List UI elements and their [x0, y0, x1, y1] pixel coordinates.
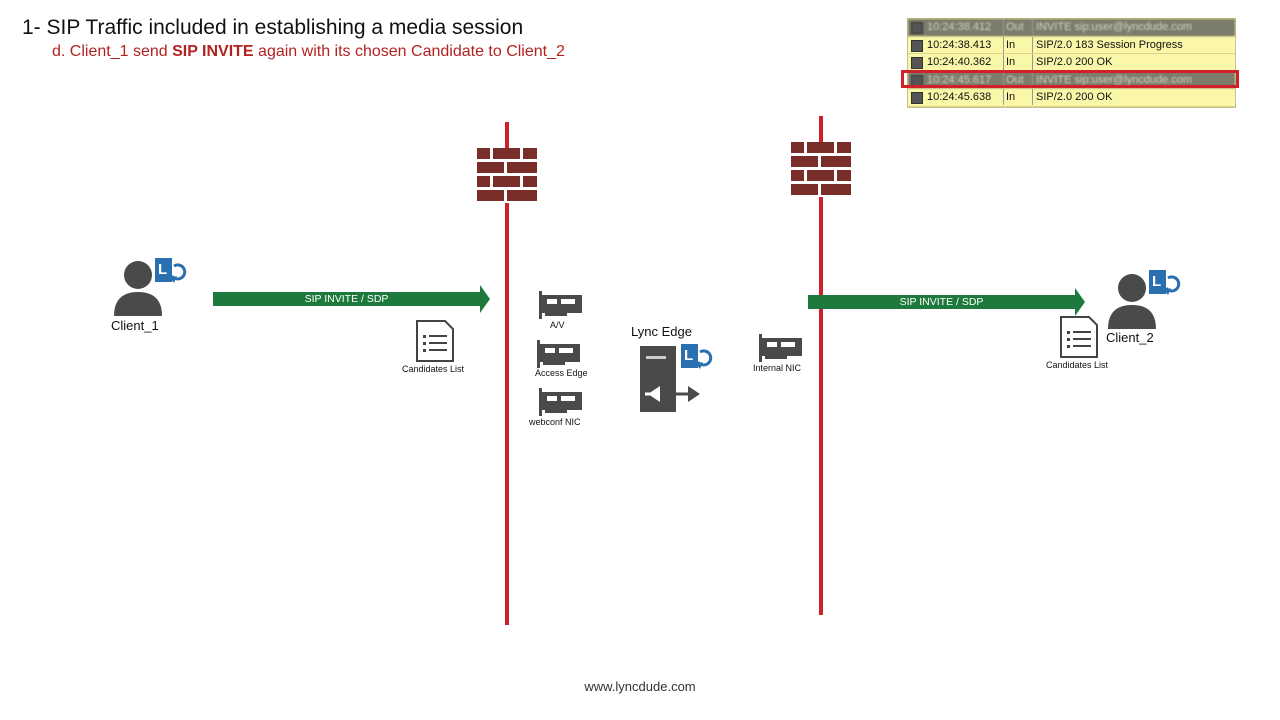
nic-icon-internal: [759, 334, 802, 362]
log-row-checkbox[interactable]: [911, 57, 923, 70]
client2-lync-letter: L: [1152, 273, 1162, 290]
slide-title: 1- SIP Traffic included in establishing …: [22, 16, 524, 39]
client1-label: Client_1: [111, 318, 159, 333]
subtitle-bold: SIP INVITE: [172, 43, 254, 60]
candidates-label-left: Candidates List: [402, 364, 465, 374]
client1-lync-letter: L: [158, 261, 168, 278]
edge-lync-letter: L: [684, 347, 694, 364]
edge-server-icon: [640, 346, 700, 412]
client1-user-icon: [114, 261, 162, 316]
client2-label: Client_2: [1106, 330, 1154, 345]
log-time: 10:24:38.413: [927, 38, 992, 51]
slide-subtitle: d. Client_1 send SIP INVITE again with i…: [52, 43, 565, 61]
lync-edge-label: Lync Edge: [631, 324, 692, 339]
nic-label-access-edge: Access Edge: [535, 368, 588, 378]
log-direction: Out: [1003, 71, 1034, 88]
document-icon-right: [1060, 316, 1098, 358]
client2-user-icon: [1108, 274, 1156, 329]
arrow-label-right: SIP INVITE / SDP: [899, 296, 984, 308]
sip-invite-arrow-left: [213, 285, 490, 313]
log-message: SIP/2.0 200 OK: [1032, 89, 1112, 106]
candidates-label-right: Candidates List: [1046, 360, 1109, 370]
log-row-checkbox[interactable]: [911, 39, 923, 52]
client1-lync-icon: [155, 258, 187, 283]
nic-icon-access-edge: [537, 340, 580, 368]
firewall-icon-left: [477, 148, 537, 203]
firewall-icon-right: [791, 142, 851, 197]
document-icon-left: [416, 320, 454, 362]
log-time: 10:24:45.617: [927, 73, 992, 86]
client2-lync-icon: [1149, 270, 1181, 295]
log-row-checkbox[interactable]: [911, 22, 923, 34]
log-time: 10:24:38.412: [927, 21, 992, 33]
nic-icon-webconf: [539, 388, 582, 416]
nic-label-webconf: webconf NIC: [529, 417, 581, 427]
arrow-label-left: SIP INVITE / SDP: [304, 293, 389, 305]
nic-label-av: A/V: [550, 320, 565, 330]
log-direction: In: [1003, 36, 1034, 53]
sip-invite-arrow-right: [808, 288, 1085, 316]
log-direction: In: [1003, 54, 1034, 71]
subtitle-suffix: again with its chosen Candidate to Clien…: [253, 43, 565, 60]
log-time: 10:24:45.638: [927, 91, 992, 104]
nic-label-internal: Internal NIC: [753, 363, 802, 373]
log-direction: In: [1003, 89, 1034, 106]
log-row-checkbox[interactable]: [911, 92, 923, 105]
nic-icon-av: [539, 291, 582, 319]
subtitle-prefix: d. Client_1 send: [52, 43, 173, 60]
log-highlight-box: [901, 70, 1239, 88]
log-message: INVITE sip:user@lyncdude.com: [1032, 19, 1192, 35]
log-message: SIP/2.0 200 OK: [1032, 54, 1112, 71]
log-time: 10:24:40.362: [927, 56, 992, 69]
edge-lync-icon: [681, 344, 713, 369]
log-message: INVITE sip:user@lyncdude.com: [1032, 71, 1192, 88]
footer-url: www.lyncdude.com: [584, 679, 696, 694]
log-direction: Out: [1003, 19, 1034, 35]
log-message: SIP/2.0 183 Session Progress: [1032, 36, 1183, 53]
